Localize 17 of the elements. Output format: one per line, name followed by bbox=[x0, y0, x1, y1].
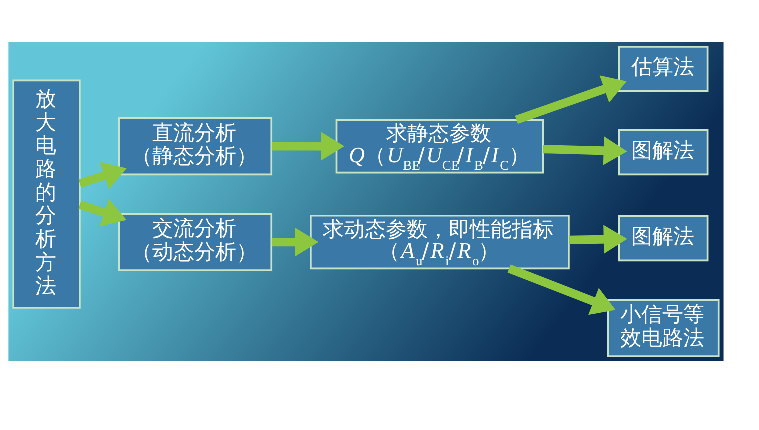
node-box: 估算法 bbox=[618, 46, 709, 92]
arrow bbox=[569, 225, 628, 254]
arrow bbox=[272, 132, 345, 161]
node-box: 求动态参数，即性能指标 （A$_{u}$/R$_{i}$/R$_{o}$） bbox=[310, 214, 570, 270]
arrow bbox=[508, 264, 616, 316]
node-box: 图解法 bbox=[618, 216, 709, 262]
arrow bbox=[543, 136, 628, 166]
arrow bbox=[78, 162, 127, 190]
node-box: 直流分析（静态分析） bbox=[118, 117, 273, 176]
arrow bbox=[272, 228, 319, 257]
node-box: 小信号等效电路法 bbox=[607, 299, 720, 358]
node-box: 放大电路的分析方法 bbox=[12, 80, 81, 309]
arrow bbox=[515, 76, 627, 124]
arrow bbox=[78, 199, 127, 227]
node-box: 求静态参数 Q（U$_{BE}$/U$_{CE}$/I$_{B}$/I$_{C}$） bbox=[336, 119, 544, 174]
node-box: 交流分析（动态分析） bbox=[118, 213, 273, 272]
node-box: 图解法 bbox=[618, 130, 709, 176]
